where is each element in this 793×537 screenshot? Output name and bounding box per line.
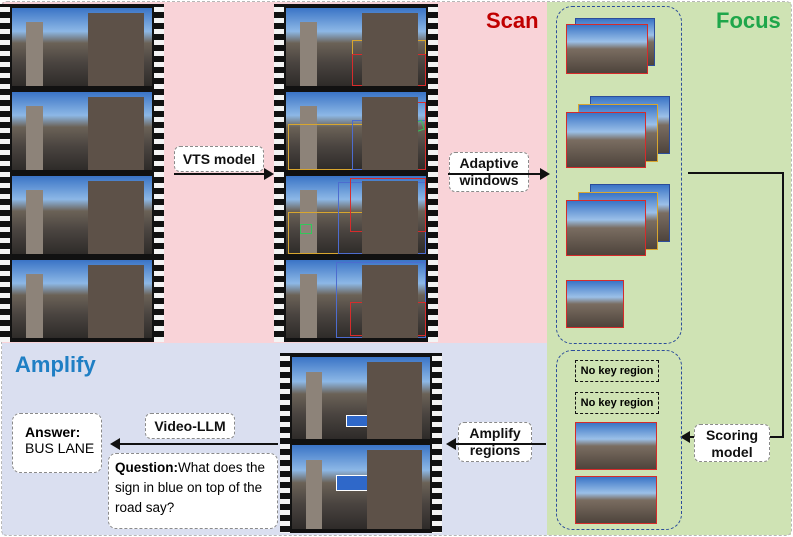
arrow-head-icon [446,438,456,450]
window-crop [566,24,648,74]
adaptive-windows-arrow [448,173,540,175]
answer-box: Answer: BUS LANE [12,413,102,473]
question-label: Question: [115,460,178,475]
window-crop [566,200,646,256]
amplify-title: Amplify [15,352,96,377]
video-frame [286,92,426,170]
scored-regions-group [556,350,682,530]
answer-label: Answer: [25,424,81,440]
video-llm-label: Video-LLM [145,413,235,439]
focus-title: Focus [716,8,781,33]
input-video-filmstrip [0,4,164,342]
amplified-frame [292,357,430,439]
no-key-region-1: No key region [575,360,659,382]
amplified-frame [292,445,430,529]
video-frame [286,8,426,86]
detected-video-filmstrip [274,4,438,342]
video-frame [12,260,152,338]
key-region-crop [575,476,657,524]
vts-arrow [174,173,264,175]
no-key-region-2: No key region [575,392,659,414]
amplify-regions-arrow [454,443,546,445]
video-llm-arrow [120,443,278,445]
arrow-head-icon [540,168,550,180]
arrow-head-icon [110,438,120,450]
arrow-head-icon [680,431,690,443]
arrow-head-icon [264,168,274,180]
key-region-crop [575,422,657,470]
window-crop [566,280,624,328]
adaptive-windows-group [556,6,682,344]
video-frame [12,8,152,86]
focus-connector [688,172,784,174]
window-crop [566,112,646,168]
focus-connector [782,172,784,438]
video-frame [286,176,426,254]
answer-value: BUS LANE [25,440,95,456]
video-frame [12,176,152,254]
question-text: What does the sign in blue on top of the… [115,460,266,515]
video-frame [12,92,152,170]
video-frame [286,260,426,338]
vts-model-label: VTS model [174,146,264,172]
scan-title: Scan [486,8,539,33]
amplified-video-filmstrip [280,353,442,533]
question-box: Question:What does the sign in blue on t… [108,453,278,529]
